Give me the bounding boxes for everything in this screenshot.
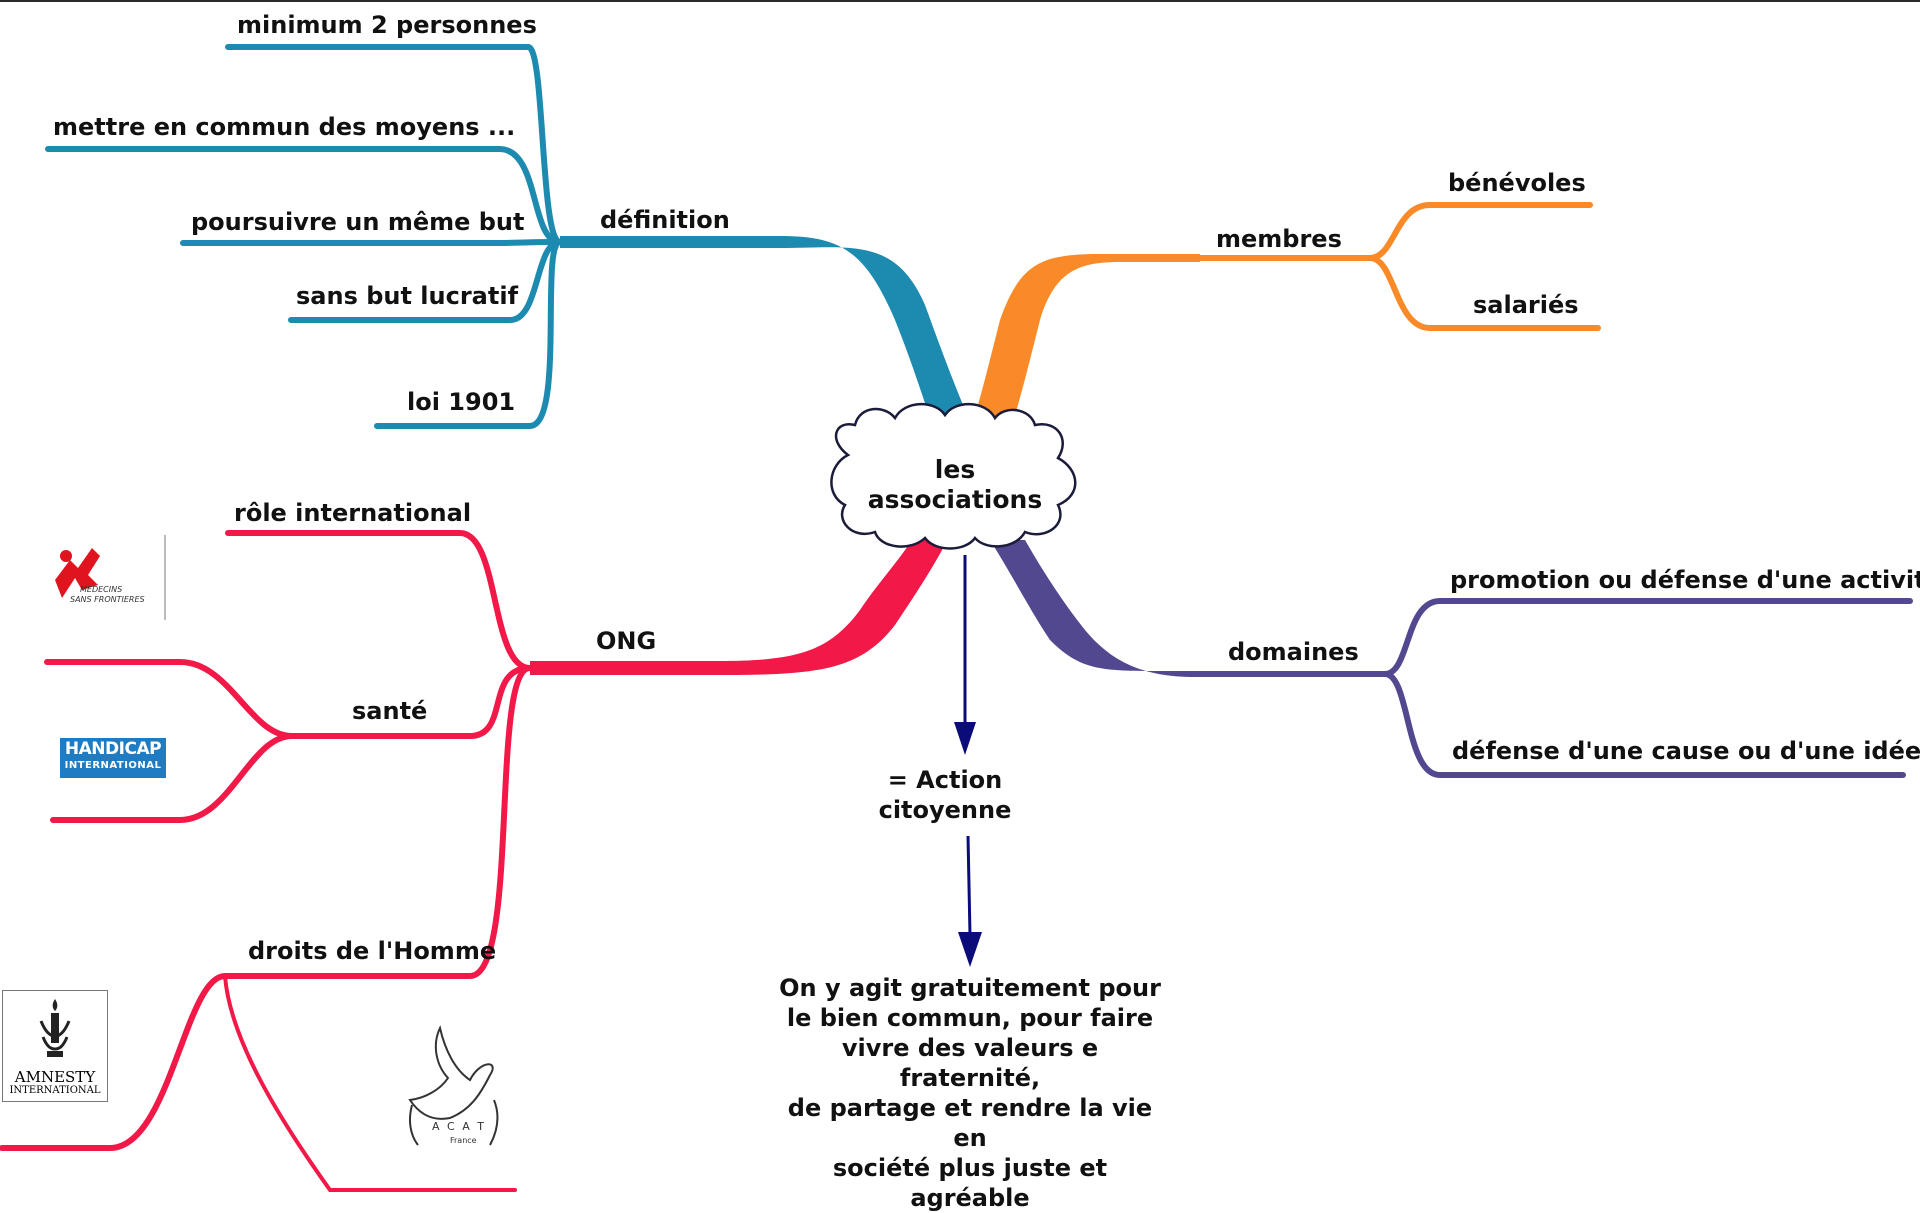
center-line-1: les xyxy=(934,455,976,484)
domaines-child-1: promotion ou défense d'une activité xyxy=(1450,566,1920,594)
branch-definition xyxy=(560,236,975,432)
svg-text:SANS FRONTIERES: SANS FRONTIERES xyxy=(70,595,145,604)
membres-child-2: salariés xyxy=(1473,291,1579,319)
membres-children-lines xyxy=(1197,202,1601,331)
acat-logo-text: A C A T xyxy=(432,1120,486,1133)
ong-child-role-international: rôle international xyxy=(234,499,472,527)
msf-logo: MEDECINS SANS FRONTIERES xyxy=(55,535,166,620)
center-line-2: associations xyxy=(867,485,1043,514)
branch-label-ong: ONG xyxy=(596,627,657,655)
ong-child-droits: droits de l'Homme xyxy=(248,937,497,965)
arrow-head-1 xyxy=(954,722,976,755)
definition-child-5: loi 1901 xyxy=(407,388,516,416)
candle-icon xyxy=(39,999,71,1057)
branch-membres xyxy=(970,254,1200,432)
domaines-child-2: défense d'une cause ou d'une idée xyxy=(1452,737,1920,765)
handicap-international-logo: HANDICAP INTERNATIONAL xyxy=(60,738,166,778)
domaines-children-lines xyxy=(1187,598,1913,778)
svg-text:MEDECINS: MEDECINS xyxy=(80,585,122,594)
acat-logo-subtext: France xyxy=(450,1136,477,1145)
branch-label-membres: membres xyxy=(1216,225,1342,253)
definition-child-4: sans but lucratif xyxy=(296,282,519,310)
branch-label-domaines: domaines xyxy=(1228,638,1359,666)
definition-child-3: poursuivre un même but xyxy=(191,208,525,236)
ong-children-lines xyxy=(0,530,533,1192)
amnesty-international-logo: AMNESTY INTERNATIONAL xyxy=(2,990,108,1102)
branch-ong xyxy=(530,535,950,675)
center-node: les associations xyxy=(840,455,1070,515)
definition-child-2: mettre en commun des moyens ... xyxy=(53,113,516,141)
branch-domaines xyxy=(990,540,1190,677)
description-note: On y agit gratuitement pour le bien comm… xyxy=(779,974,1161,1212)
center-cloud xyxy=(830,402,1077,550)
acat-logo xyxy=(408,1024,499,1146)
definition-child-1: minimum 2 personnes xyxy=(237,11,537,39)
flow-arrows xyxy=(954,555,982,967)
top-border xyxy=(0,0,1920,2)
definition-children-lines xyxy=(45,43,563,429)
branch-label-definition: définition xyxy=(600,206,730,234)
arrow-head-2 xyxy=(958,932,982,967)
ong-child-sante: santé xyxy=(352,697,428,725)
membres-child-1: bénévoles xyxy=(1448,169,1586,197)
action-citoyenne-note: = Action citoyenne xyxy=(878,766,1012,824)
